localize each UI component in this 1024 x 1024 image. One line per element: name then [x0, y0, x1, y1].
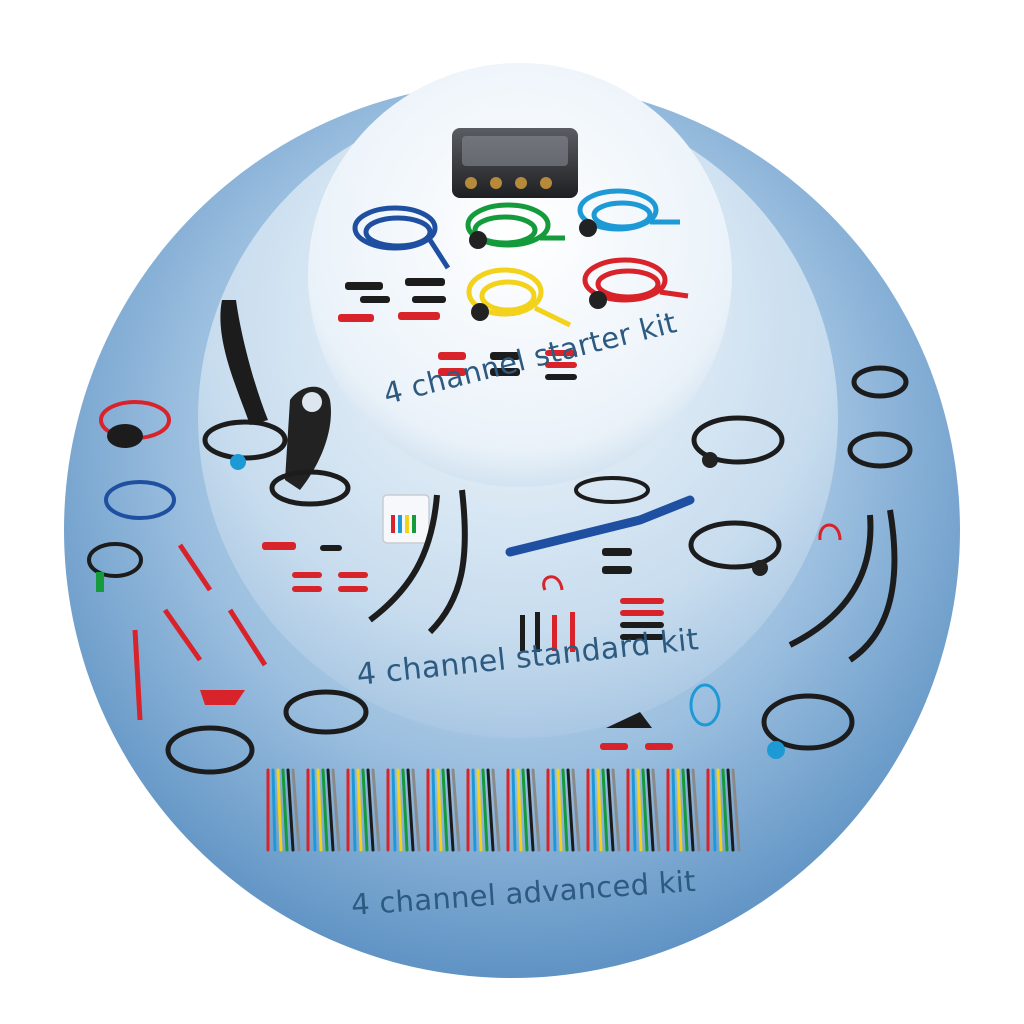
test-lead-green-icon	[465, 202, 565, 248]
breakout-leads-red-icon	[132, 543, 268, 721]
multi-lead-coils-left-icon	[165, 689, 369, 775]
secondary-ignition-probe-icon	[368, 489, 468, 635]
attenuator-leads-icon	[602, 415, 785, 576]
usb-lead-blue-icon	[352, 205, 451, 270]
extension-lead-blue-icon	[104, 480, 176, 520]
bnc-connector-right-icon	[767, 741, 785, 759]
bnc-connector-red-icon	[589, 291, 607, 309]
bnc-connector-yellow-icon	[471, 303, 489, 321]
hook-wire-icon	[818, 523, 842, 541]
back-probes-icon	[620, 598, 664, 640]
alligator-clip-leads-icon	[262, 542, 368, 592]
multi-lead-coils-right-icon	[761, 365, 913, 751]
secondary-ignition-probe-right-icon	[788, 509, 898, 663]
large-alligator-clip-icon	[200, 690, 245, 705]
bnc-connector-green-icon	[469, 231, 487, 249]
jumper-lead-bundles-icon	[266, 768, 741, 852]
test-lead-yellow-icon	[466, 267, 572, 328]
current-clamp-large-icon	[202, 300, 288, 470]
current-clamp-small-icon	[269, 386, 351, 507]
test-lead-cyan-icon	[577, 188, 680, 232]
hook-probes-icon	[520, 575, 575, 652]
sensor-lead-black-icon	[87, 542, 143, 592]
crocodile-clips-icon	[338, 278, 446, 322]
test-lead-red-icon	[582, 257, 689, 303]
fuse-tap-leads-icon	[600, 683, 721, 750]
probe-tips-icon	[438, 350, 577, 380]
bnc-connector-cyan-icon	[579, 219, 597, 237]
pressure-transducer-icon	[505, 476, 695, 557]
oscilloscope-device-icon	[452, 128, 578, 198]
starter-kit-circle	[308, 63, 732, 487]
extension-lead-red-icon	[99, 400, 171, 448]
fuse-adapter-box-icon	[382, 494, 430, 544]
